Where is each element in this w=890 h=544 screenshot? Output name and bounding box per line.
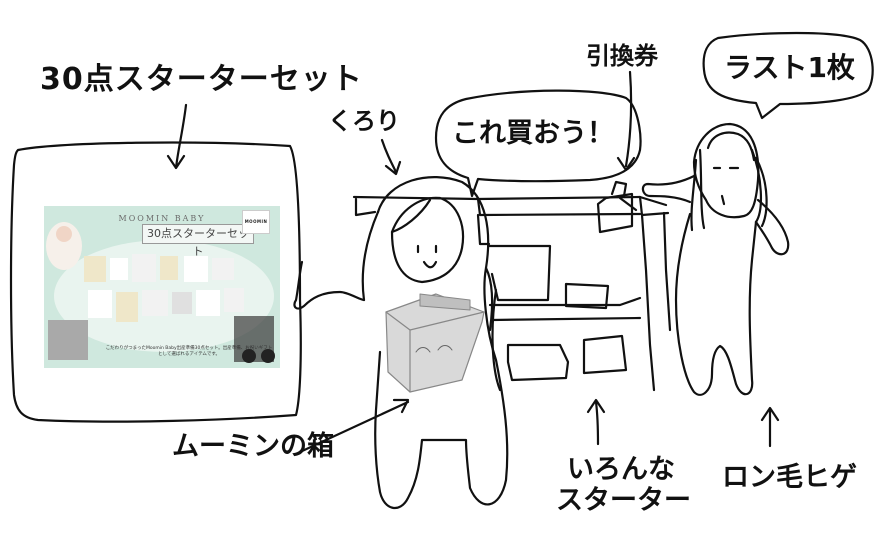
moomin-box-label: ムーミンの箱 (172, 431, 334, 462)
starter-set-label: 30点スターターセット (40, 62, 363, 97)
starter-set-pointer (166, 103, 188, 170)
ticket-pointer (616, 70, 636, 172)
kurori-pointer (380, 138, 402, 176)
photo-title: 30点スターターセット (142, 224, 254, 258)
speech-bubble-last (702, 31, 874, 120)
various-line-2: スターター (556, 485, 691, 517)
kurori-label: くろり (328, 107, 400, 135)
speech-buy-text: これ買おう！ (452, 118, 614, 149)
moomin-box-icon (385, 293, 485, 393)
hair-pointer (760, 406, 780, 448)
photo-brand: MOOMIN BABY (118, 214, 206, 223)
various-starters-label: いろんな スターター (556, 454, 691, 517)
speech-bubble-buy (434, 89, 642, 198)
woman-figure (293, 175, 509, 509)
ticket-stand-icon (596, 180, 638, 234)
photo-caption: こだわりがつまったMoomin Baby出産準備30点セット。出産準備、お祝いギ… (105, 346, 273, 358)
starter-set-photo: MOOMIN BABY 30点スターターセット MOOMIN こだわりがつまった… (44, 206, 280, 368)
box-pointer (298, 398, 410, 454)
photo-logo: MOOMIN (242, 210, 270, 234)
long-hair-beard-label: ロン毛ヒゲ (722, 462, 857, 493)
exchange-ticket-label: 引換券 (586, 42, 658, 70)
various-line-1: いろんな (567, 454, 675, 485)
man-figure (641, 122, 790, 396)
photo-frame-outline (9, 141, 302, 423)
last-one-text: ラスト1枚 (724, 51, 855, 84)
various-pointer (586, 398, 606, 446)
